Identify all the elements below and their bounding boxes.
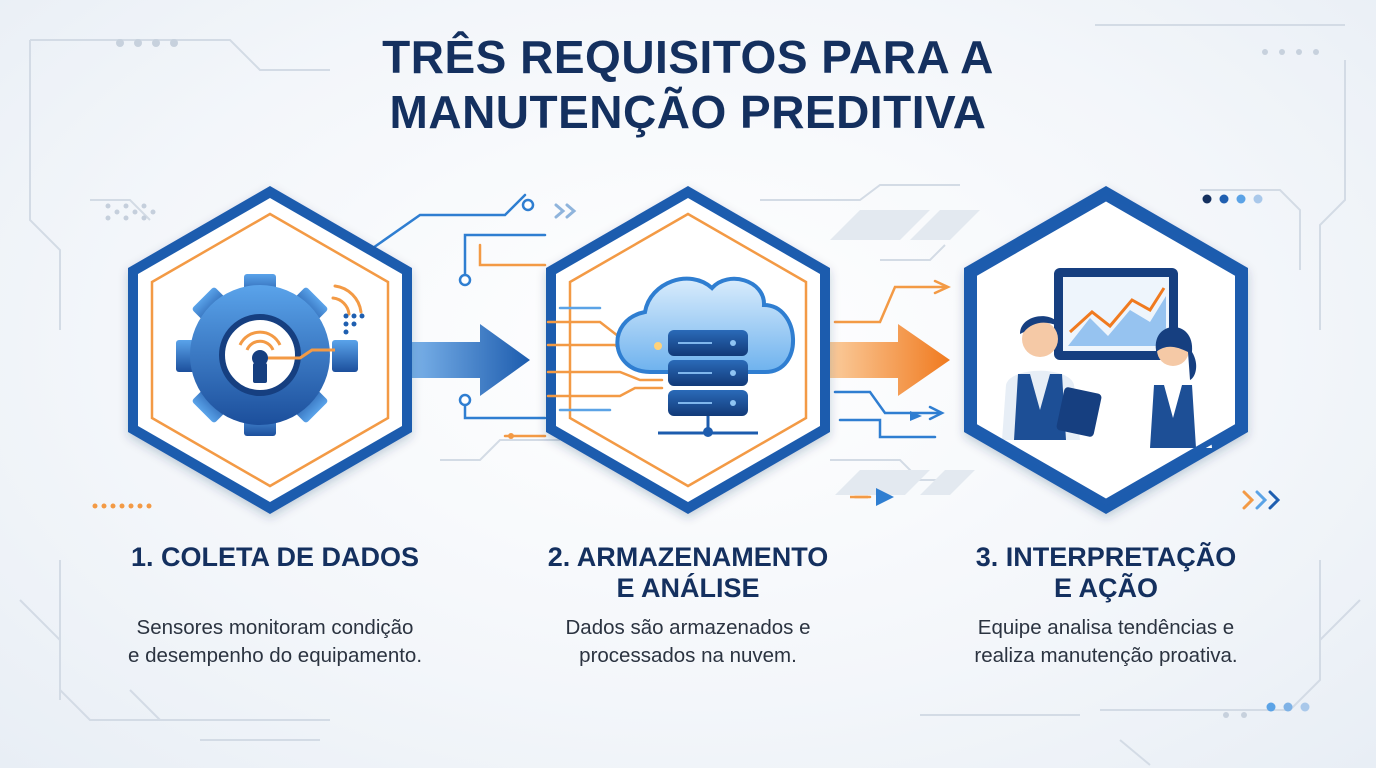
flow-arrow-2-to-3 bbox=[822, 324, 950, 396]
step-2-description: Dados são armazenados e processados na n… bbox=[498, 614, 878, 670]
gear-sensor-icon bbox=[176, 274, 365, 436]
step-1-title: 1. COLETA DE DADOS bbox=[85, 542, 465, 573]
flow-arrow-1-to-2 bbox=[405, 324, 530, 396]
page-title: TRÊS REQUISITOS PARA A MANUTENÇÃO PREDIT… bbox=[288, 30, 1088, 140]
step-3-title-line-1: 3. INTERPRETAÇÃO bbox=[975, 542, 1237, 572]
hexagon-step-3-border bbox=[971, 194, 1241, 506]
step-1: 1. COLETA DE DADOS Sensores monitoram co… bbox=[85, 542, 465, 670]
step-2: 2. ARMAZENAMENTO E ANÁLISE Dados são arm… bbox=[498, 542, 878, 670]
page-title-line-1: TRÊS REQUISITOS PARA A bbox=[382, 31, 994, 83]
step-2-description-line-2: processados na nuvem. bbox=[579, 644, 797, 667]
step-2-title-line-2: E ANÁLISE bbox=[616, 573, 760, 603]
step-2-title: 2. ARMAZENAMENTO E ANÁLISE bbox=[498, 542, 878, 604]
step-2-title-line-1: 2. ARMAZENAMENTO bbox=[547, 542, 829, 572]
step-3-description: Equipe analisa tendências e realiza manu… bbox=[916, 614, 1296, 670]
team-analysis-icon bbox=[1002, 268, 1212, 448]
step-3: 3. INTERPRETAÇÃO E AÇÃO Equipe analisa t… bbox=[916, 542, 1296, 670]
cloud-database-icon bbox=[615, 276, 795, 437]
step-3-title: 3. INTERPRETAÇÃO E AÇÃO bbox=[916, 542, 1296, 604]
step-3-description-line-1: Equipe analisa tendências e bbox=[977, 616, 1235, 639]
step-2-description-line-1: Dados são armazenados e bbox=[565, 616, 811, 639]
decorative-arrows bbox=[850, 411, 922, 506]
step-1-description: Sensores monitoram condição e desempenho… bbox=[85, 614, 465, 670]
step-3-title-line-2: E AÇÃO bbox=[1053, 573, 1158, 603]
step-1-title-line-1: 1. COLETA DE DADOS bbox=[130, 542, 420, 572]
step-1-description-line-1: Sensores monitoram condição bbox=[136, 616, 414, 639]
page-title-line-2: MANUTENÇÃO PREDITIVA bbox=[389, 86, 987, 138]
step-3-description-line-2: realiza manutenção proativa. bbox=[974, 644, 1238, 667]
step-1-description-line-2: e desempenho do equipamento. bbox=[127, 644, 423, 667]
